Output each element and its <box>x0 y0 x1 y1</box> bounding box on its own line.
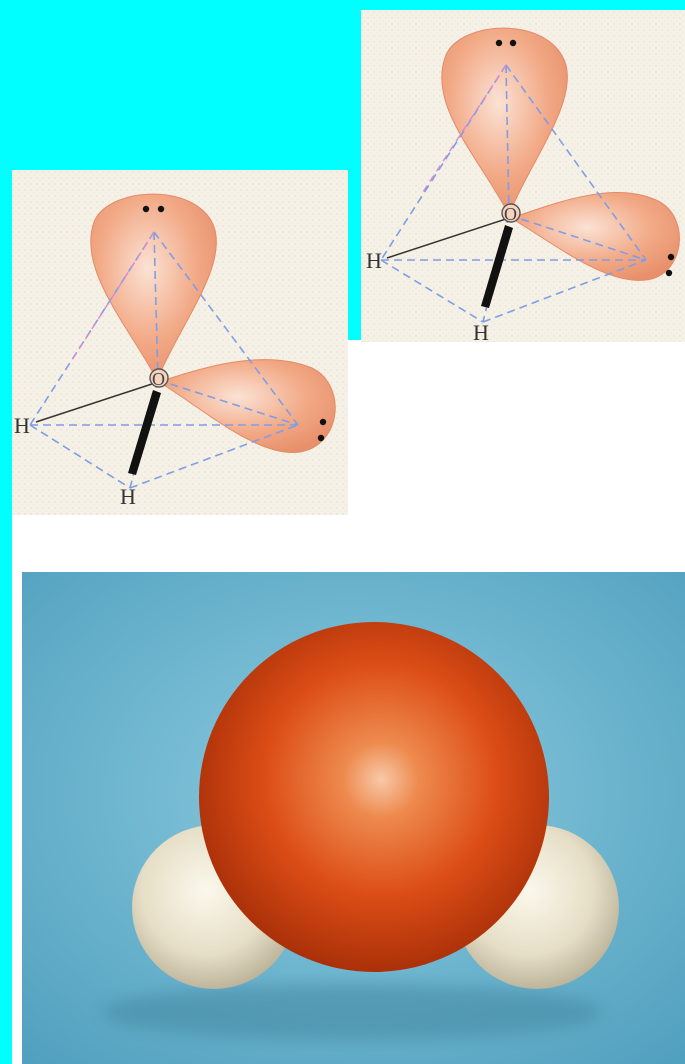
electron-dot <box>510 40 516 46</box>
electron-dot <box>320 419 326 425</box>
oxygen-atom <box>199 622 549 972</box>
hydrogen-bottom-label: H <box>473 320 489 342</box>
space-filling-svg <box>22 572 685 1064</box>
hydrogen-left-label: H <box>366 248 382 273</box>
orbital-diagram-left: O H H <box>12 170 348 515</box>
orbital-svg-top-right: O H H <box>361 10 685 342</box>
shadow <box>102 984 602 1040</box>
space-filling-model-panel <box>22 572 685 1064</box>
electron-dot <box>318 435 324 441</box>
oxygen-label: O <box>152 369 165 389</box>
orbital-svg-left: O H H <box>12 170 348 515</box>
white-area-top-left <box>361 0 685 10</box>
electron-dot <box>158 206 164 212</box>
electron-dot <box>143 206 149 212</box>
electron-dot <box>496 40 502 46</box>
white-area-bottom <box>12 572 22 1064</box>
electron-dot <box>668 254 674 260</box>
white-area-left-strip <box>12 515 685 572</box>
hydrogen-left-label: H <box>14 413 30 438</box>
orbital-diagram-top-right: O H H <box>361 10 685 342</box>
electron-dot <box>666 270 672 276</box>
oxygen-label: O <box>504 204 517 224</box>
hydrogen-bottom-label: H <box>120 484 136 509</box>
